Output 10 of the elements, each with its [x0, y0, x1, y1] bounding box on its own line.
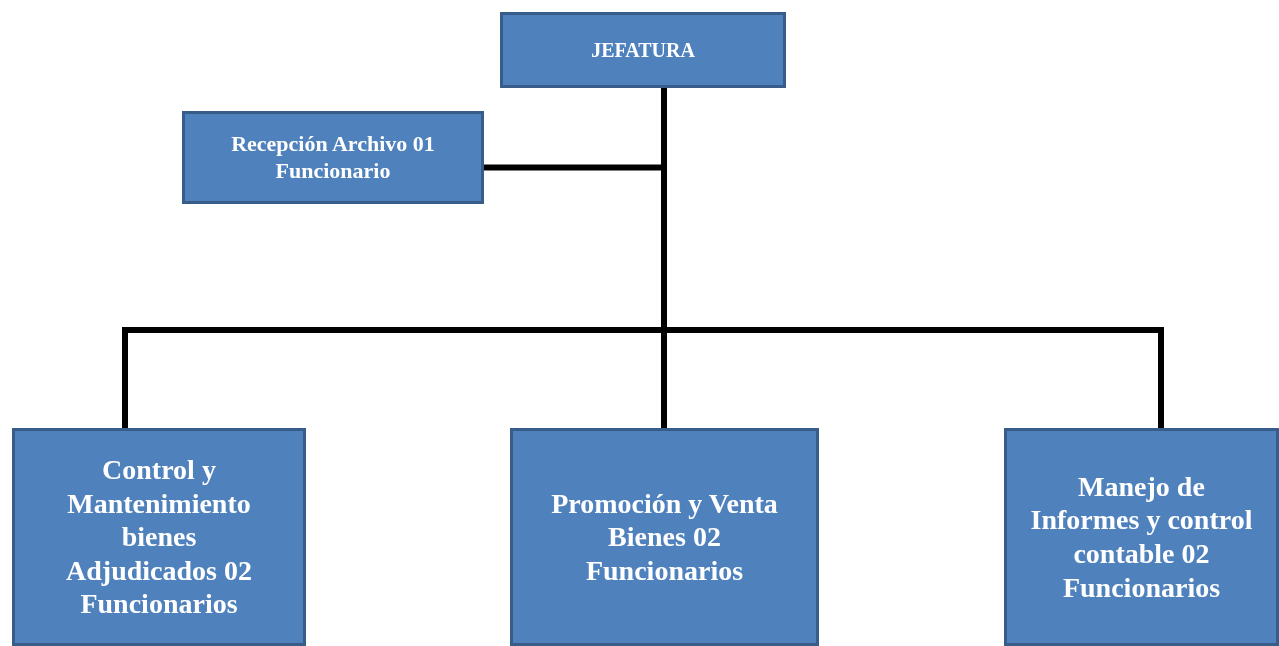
unit-label: Recepción Archivo 01 Funcionario [230, 131, 436, 184]
org-unit-box [510, 428, 819, 646]
unit-label: JEFATURA [591, 38, 695, 62]
unit-label: Promoción y Venta Bienes 02 Funcionarios [550, 486, 779, 588]
unit-label: Control y Mantenimiento bienes Adjudicados 02 Funcionarios [65, 453, 253, 621]
org-unit-box [1004, 428, 1279, 646]
unit-label: Manejo de Informes y control contable 02 Funcionarios [1029, 469, 1254, 605]
org-unit-box [500, 12, 786, 88]
org-unit-box [12, 428, 306, 646]
org-unit-box [182, 111, 484, 204]
